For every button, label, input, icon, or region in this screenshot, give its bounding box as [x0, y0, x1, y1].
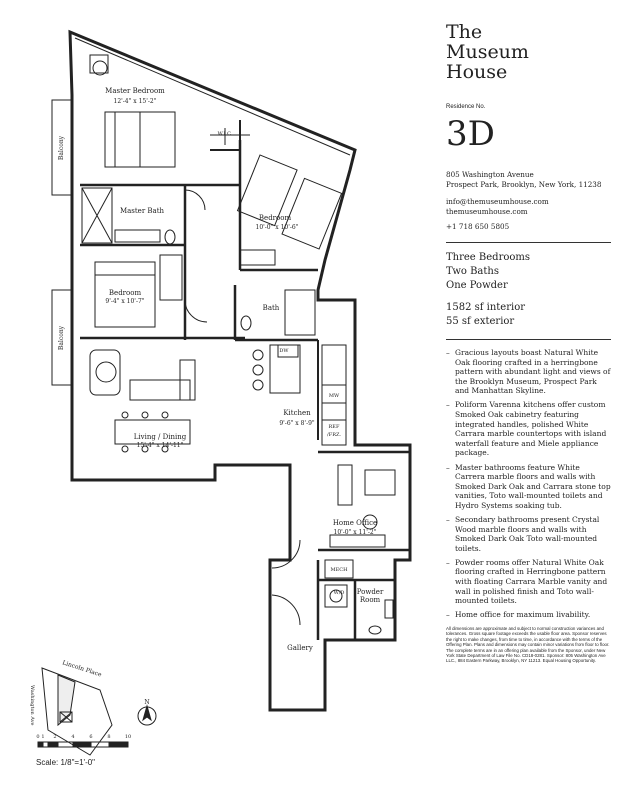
feature-item: Gracious layouts boast Natural White Oak…: [446, 348, 611, 396]
keyplan-outline: [41, 667, 113, 756]
powder-count: One Powder: [446, 279, 508, 291]
balcony-upper-label: Balcony: [58, 135, 65, 160]
living-label: Living / Dining: [134, 433, 187, 441]
website-link[interactable]: themuseumhouse.com: [446, 206, 528, 216]
kitchen-label: Kitchen: [283, 409, 311, 417]
powder-room-label: Room: [360, 596, 381, 604]
floor-plan-drawing: Master Bedroom 12'-4" x 15'-2" W.I.C. Ma…: [29, 29, 412, 756]
scale-tick: 10: [125, 734, 131, 740]
feature-item: Master bathrooms feature White Carrera m…: [446, 463, 611, 511]
address-line-1: 805 Washington Avenue: [446, 170, 534, 179]
info-panel: The Museum House Residence No. 3D 805 Wa…: [446, 22, 611, 664]
brand-line-1: The: [446, 21, 483, 43]
mw-label: MW: [329, 393, 340, 399]
residence-label: Residence No.: [446, 104, 486, 110]
baths-count: Two Baths: [446, 265, 499, 277]
brand-line-3: House: [446, 61, 508, 83]
phone-number[interactable]: +1 718 650 5805: [446, 222, 510, 232]
kitchen-dims: 9'-6" x 8'-9": [279, 420, 315, 427]
keyplan-street-lincoln: Lincoln Place: [61, 659, 102, 678]
master-bath-label: Master Bath: [120, 207, 165, 215]
feature-item: Poliform Varenna kitchens offer custom S…: [446, 400, 611, 458]
scale-tick: 0: [36, 734, 39, 740]
wd-label: W/D: [334, 590, 345, 596]
master-bedroom-dims: 12'-4" x 15'-2": [114, 98, 157, 105]
exterior-wall: [68, 29, 412, 712]
address-line-2: Prospect Park, Brooklyn, New York, 11238: [446, 179, 602, 189]
bath-label: Bath: [263, 304, 280, 312]
feature-list: Gracious layouts boast Natural White Oak…: [446, 348, 611, 620]
feature-item: Powder rooms offer Natural White Oak flo…: [446, 558, 611, 606]
scale-tick: 6: [89, 734, 92, 740]
feature-item: Home office for maximum livability.: [446, 610, 611, 620]
exterior-area: 55 sf exterior: [446, 315, 515, 327]
balcony-lower-label: Balcony: [58, 325, 65, 350]
interior-area: 1582 sf interior: [446, 301, 525, 313]
scale-tick: 2: [53, 734, 56, 740]
powder-label: Powder: [357, 588, 384, 596]
brand-line-2: Museum: [446, 41, 529, 63]
scale-tick: 8: [107, 734, 110, 740]
bedroom3-dims: 9'-4" x 10'-7": [105, 298, 144, 305]
mech-label: MECH: [331, 567, 349, 573]
bedroom2-label: Bedroom: [259, 214, 292, 222]
north-arrow-label: N: [144, 699, 149, 706]
wic-label: W.I.C.: [218, 131, 233, 137]
office-label: Home Office: [333, 519, 377, 527]
frz-label: /FRZ.: [327, 432, 341, 438]
legal-disclaimer: All dimensions are approximate and subje…: [446, 625, 610, 664]
feature-item: Secondary bathrooms present Crystal Wood…: [446, 515, 611, 553]
email-link[interactable]: info@themuseumhouse.com: [446, 197, 549, 207]
bedrooms-count: Three Bedrooms: [446, 251, 531, 263]
scale-tick: 4: [71, 734, 74, 740]
balcony-lower: [51, 289, 73, 386]
gallery-label: Gallery: [287, 644, 313, 652]
bedroom2-dims: 10'-0" x 10'-6": [256, 224, 299, 231]
living-dims: 15'-4" x 14'-11": [137, 442, 184, 449]
scale-label: Scale: 1/8"=1'-0": [36, 758, 96, 767]
divider: [446, 338, 611, 340]
bedroom3-label: Bedroom: [109, 289, 142, 297]
residence-number: 3D: [446, 114, 495, 154]
ref-label: REF: [329, 424, 340, 430]
scale-tick: 1: [41, 734, 44, 740]
keyplan-street-washington: Washington Ave: [29, 685, 35, 726]
office-dims: 10'-0" x 11'-2": [334, 529, 377, 536]
dw-label: DW: [279, 348, 289, 354]
balcony-upper: [51, 99, 73, 196]
floor-plan: Master Bedroom 12'-4" x 15'-2" W.I.C. Ma…: [29, 29, 412, 756]
divider: [446, 241, 611, 243]
master-bedroom-label: Master Bedroom: [105, 87, 165, 95]
